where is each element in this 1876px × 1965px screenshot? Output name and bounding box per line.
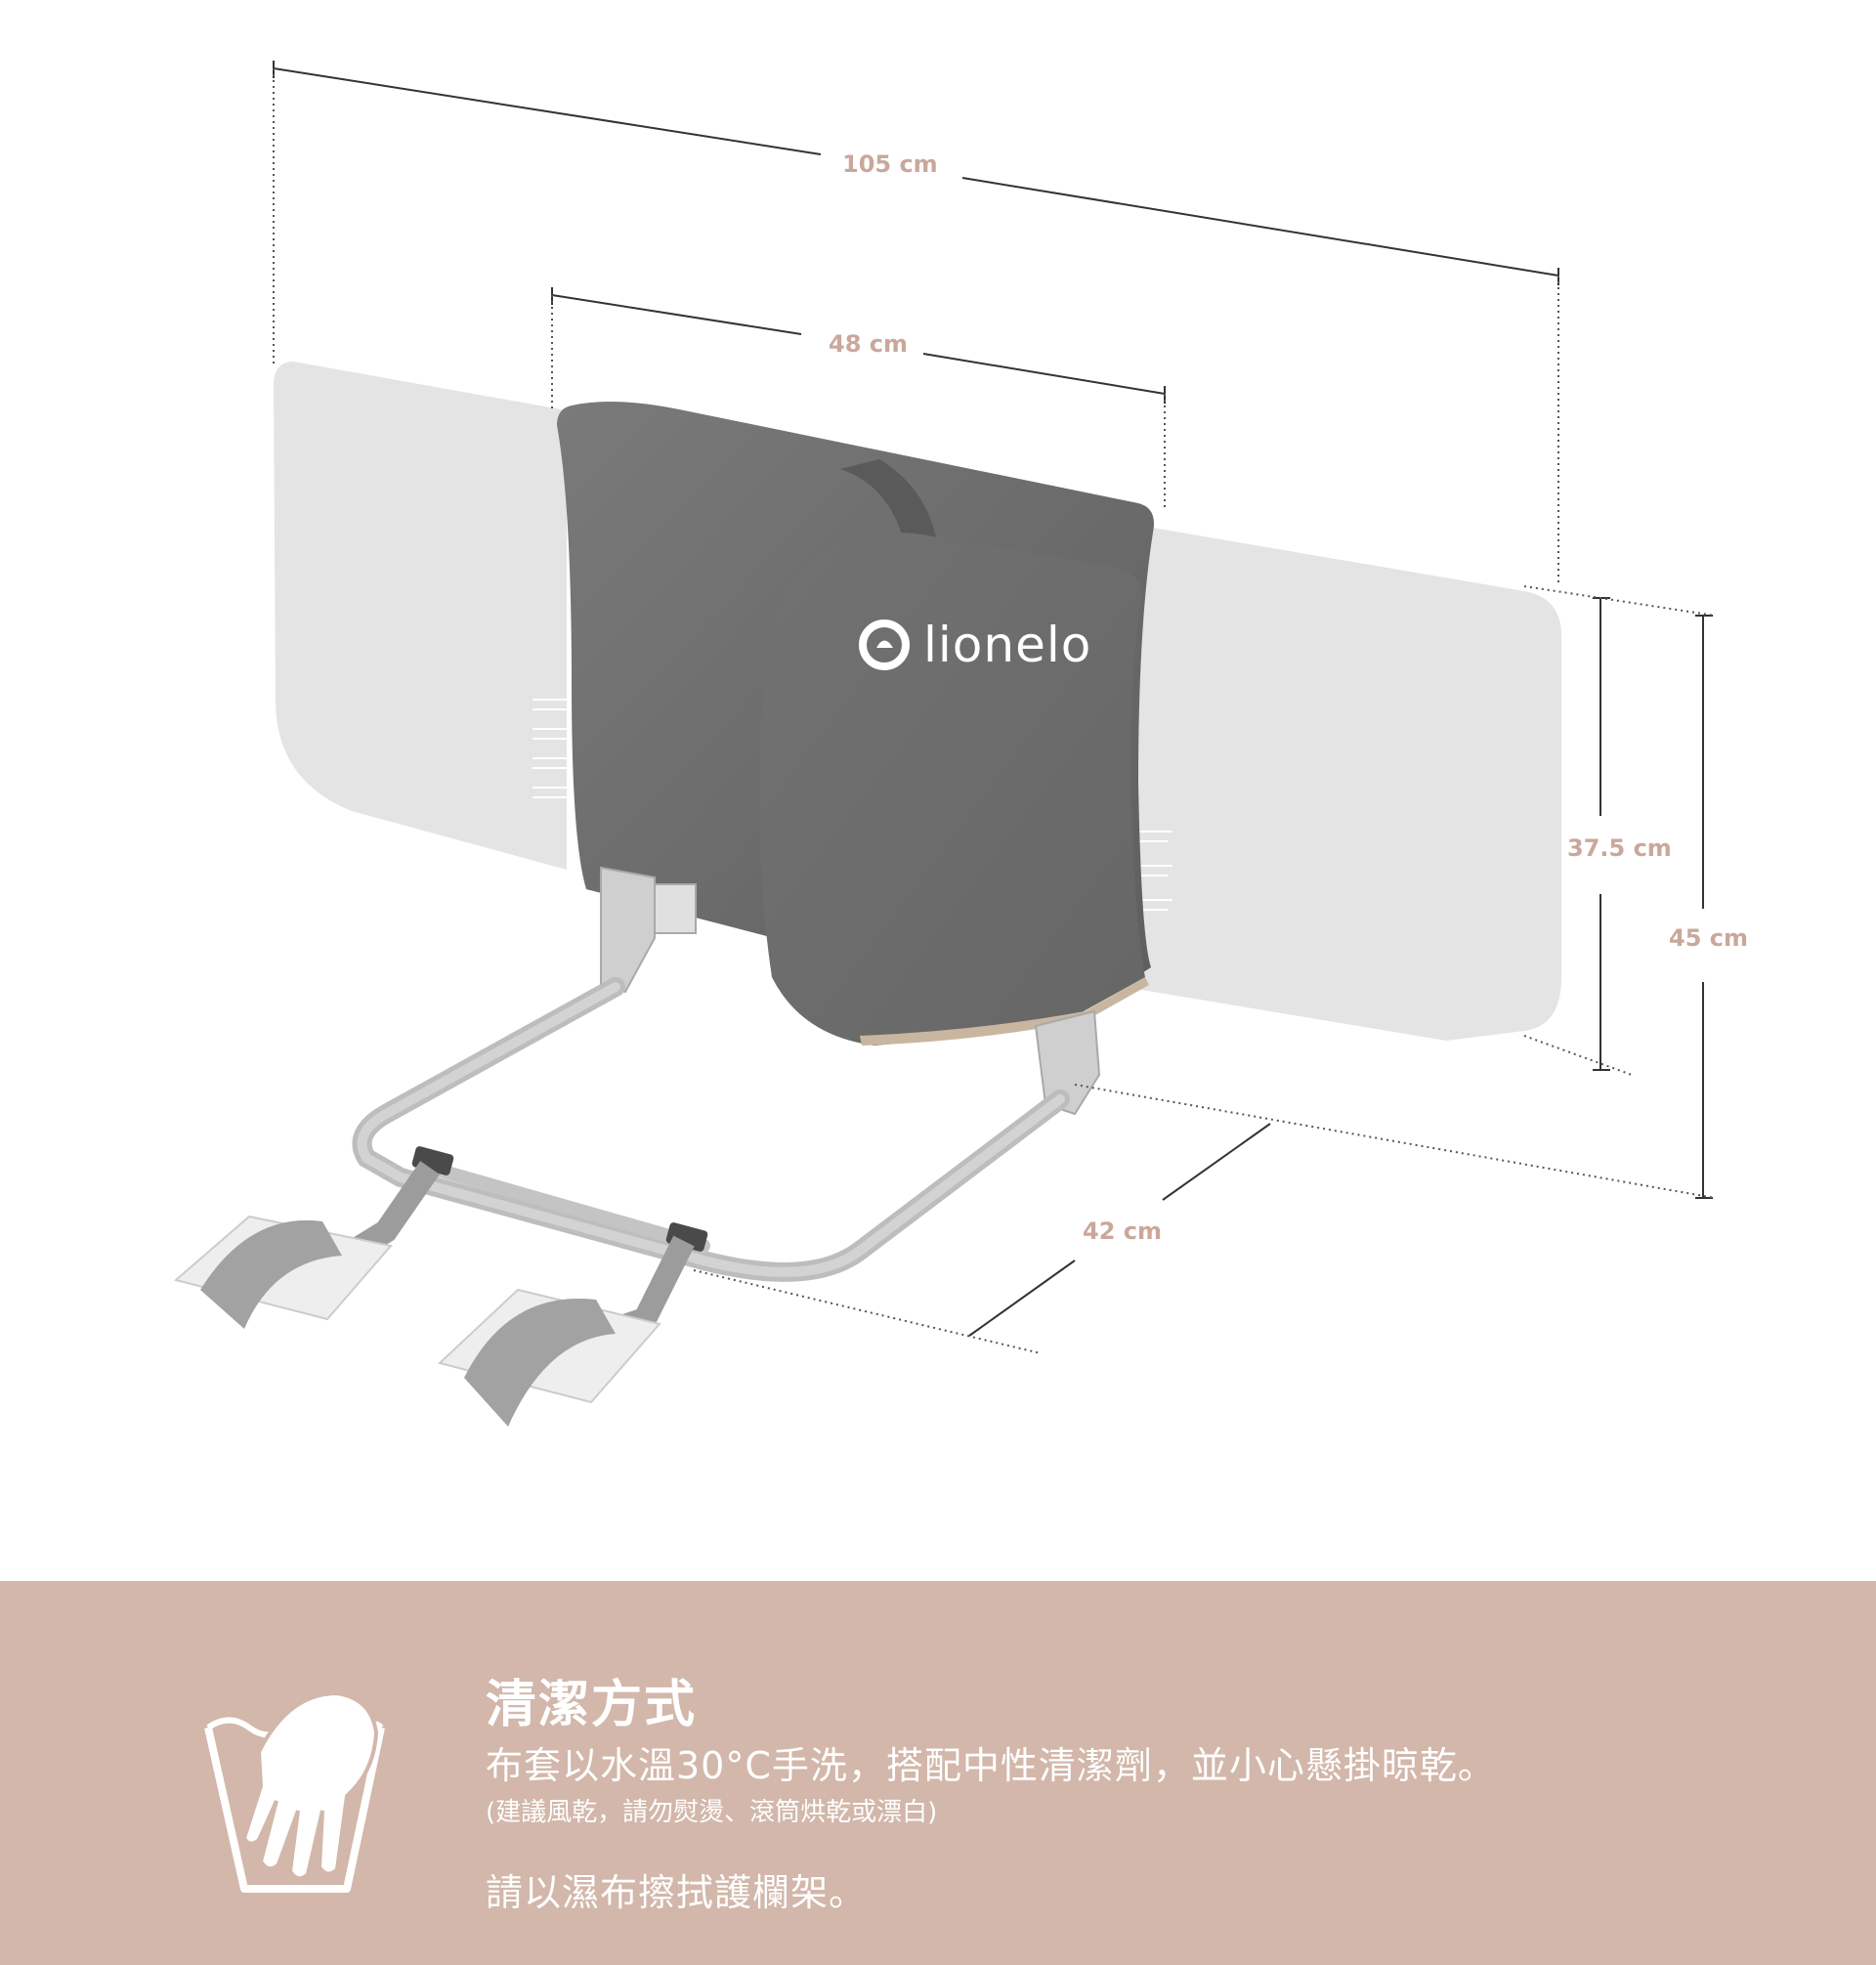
care-title: 清潔方式	[486, 1676, 698, 1734]
warning-label-left	[533, 699, 572, 798]
fabric-front-panel	[759, 533, 1145, 1046]
dimension-lines	[273, 61, 1713, 1337]
dimension-total-width: 105 cm	[842, 150, 938, 178]
strap-left	[173, 1161, 440, 1329]
left-side-panel	[274, 362, 567, 870]
left-bracket	[600, 866, 697, 994]
dimension-inner-height: 37.5 cm	[1567, 834, 1672, 862]
product-illustration: lionelo	[173, 61, 1748, 1427]
care-instruction-frame: 請以濕布擦拭護欄架。	[486, 1871, 868, 1914]
brand-name: lionelo	[923, 617, 1091, 673]
bed-rail-drawing: lionelo	[173, 61, 1748, 1427]
care-instruction-fabric: 布套以水溫30°C手洗，搭配中性清潔劑，並小心懸掛晾乾。	[486, 1744, 1496, 1787]
right-side-panel	[1124, 523, 1561, 1041]
dimension-guides	[273, 68, 1716, 1354]
dimension-depth: 42 cm	[1083, 1217, 1162, 1245]
care-instructions-band: 清潔方式 布套以水溫30°C手洗，搭配中性清潔劑，並小心懸掛晾乾。 (建議風乾，…	[0, 1581, 1876, 1965]
metal-frame	[352, 977, 1070, 1282]
hand-wash-icon	[204, 1693, 385, 1893]
brand-logo: lionelo	[859, 617, 1091, 673]
strap-right	[437, 1235, 695, 1427]
warning-label-right	[1129, 831, 1172, 911]
care-instruction-note: (建議風乾，請勿熨燙、滾筒烘乾或漂白)	[486, 1798, 938, 1827]
dimension-center-width: 48 cm	[829, 330, 908, 358]
dimension-total-height: 45 cm	[1669, 924, 1748, 952]
right-bracket	[1034, 1009, 1101, 1116]
